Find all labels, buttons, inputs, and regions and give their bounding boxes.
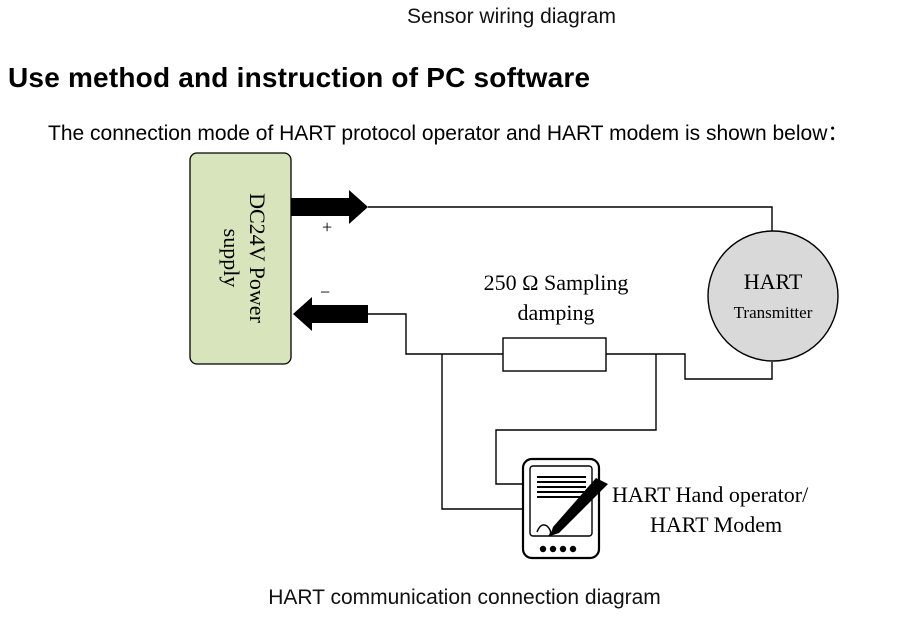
- plus-label: +: [322, 217, 332, 237]
- sampling-resistor: [502, 337, 607, 372]
- intro-text: The connection mode of HART protocol ope…: [48, 122, 849, 145]
- operator-label-line2: HART Modem: [650, 512, 782, 537]
- section-heading: Use method and instruction of PC softwar…: [8, 62, 591, 93]
- sensor-wiring-caption: Sensor wiring diagram: [407, 5, 616, 28]
- resistor-label-line1: 250 Ω Sampling: [484, 270, 629, 295]
- transmitter-label-line1: HART: [744, 269, 803, 294]
- hart-diagram-caption: HART communication connection diagram: [268, 586, 661, 609]
- power-supply-label-line2: supply: [219, 229, 244, 288]
- power-supply-box: [189, 152, 292, 365]
- resistor-label-line2: damping: [518, 300, 595, 325]
- negative-terminal-arrow: [293, 297, 368, 331]
- hart-transmitter: [707, 230, 839, 362]
- minus-label: −: [320, 282, 330, 302]
- power-supply-label-line1: DC24V Power: [245, 193, 270, 323]
- operator-label-line1: HART Hand operator/: [612, 482, 809, 507]
- handheld-device-icon: [521, 457, 601, 560]
- positive-terminal-arrow: [291, 190, 368, 224]
- transmitter-label-line2: Transmitter: [734, 303, 813, 322]
- stylus-pen-icon: [550, 478, 608, 536]
